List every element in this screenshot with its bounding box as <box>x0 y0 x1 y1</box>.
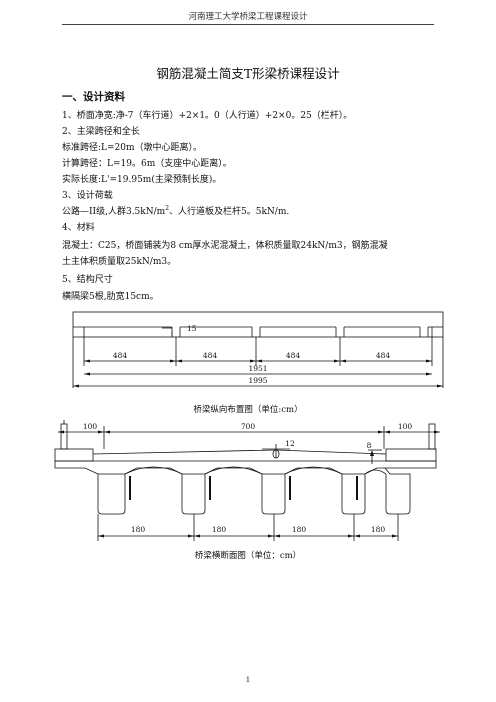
text-line-standard-span: 标准跨径:L=20m（墩中心距离）。 <box>62 143 203 153</box>
load-sup: 2 <box>165 205 170 212</box>
dim-8-label: 8 <box>367 441 372 450</box>
span-2-label: 484 <box>203 351 218 360</box>
span-3-label: 484 <box>286 351 301 360</box>
cross-section-figure: 100 700 100 12 8 180 180 180 180 <box>54 420 440 541</box>
text-line-calc-span: 计算跨径：L=19。6m（支座中心距离）。 <box>62 159 232 169</box>
load-text-b: 、人行道板及栏杆5。5kN/m. <box>169 207 290 217</box>
dim-15-label: 15 <box>187 324 197 333</box>
girder-span-4-label: 180 <box>371 525 386 534</box>
page-header: 河南理工大学桥梁工程课程设计 <box>188 12 308 22</box>
beam-outline <box>72 311 444 338</box>
text-line-load-heading: 3、设计荷载 <box>62 191 113 201</box>
page-number: 1 <box>245 676 251 684</box>
dim-1951-label: 1951 <box>248 364 267 373</box>
longitudinal-layout-figure: 15 484 484 484 484 1951 1995 <box>72 311 444 388</box>
section-heading: 一、设计资料 <box>62 91 125 103</box>
girder-span-3-label: 180 <box>292 525 307 534</box>
header-rule <box>62 24 434 25</box>
dim-1995-label: 1995 <box>248 376 267 385</box>
figure-1-caption: 桥梁纵向布置图（单位:cm） <box>193 405 303 415</box>
text-line-load: 公路—II级,人群3.5kN/m2、人行道板及栏杆5。5kN/m. <box>62 204 289 217</box>
text-line-material-heading: 4、材料 <box>62 223 95 233</box>
text-line-deck-width: 1、桥面净宽:净-7（车行道）+2×1。0（人行道）+2×0。25（栏杆）。 <box>62 111 353 121</box>
document-title: 钢筋混凝土简支T形梁桥课程设计 <box>156 66 340 81</box>
text-line-diaphragm: 横隔梁5根,肋宽15cm。 <box>62 292 159 302</box>
girder-span-2-label: 180 <box>212 525 227 534</box>
dim-100-left-label: 100 <box>83 422 98 431</box>
text-line-span-heading: 2、主梁跨径和全长 <box>62 127 140 137</box>
dim-700-label: 700 <box>241 422 256 431</box>
dim-100-right-label: 100 <box>398 422 413 431</box>
text-line-actual-length: 实际长度:L'=19.95m(主梁预制长度)。 <box>62 175 222 185</box>
text-line-concrete-cont: 土主体积质量取25kN/m3。 <box>62 257 177 267</box>
text-line-structure-heading: 5、结构尺寸 <box>62 275 113 285</box>
figure-2-caption: 桥梁横断面图（单位：cm） <box>194 551 302 561</box>
span-4-label: 484 <box>376 351 391 360</box>
load-text-a: 公路—II级,人群3.5kN/m <box>62 207 166 217</box>
span-1-label: 484 <box>113 351 128 360</box>
girder-span-1-label: 180 <box>131 525 146 534</box>
dim-12-label: 12 <box>285 439 295 448</box>
text-line-concrete: 混凝土：C25，桥面铺装为8 cm厚水泥混凝土，体积质量取24kN/m3，钢筋混… <box>62 241 388 251</box>
